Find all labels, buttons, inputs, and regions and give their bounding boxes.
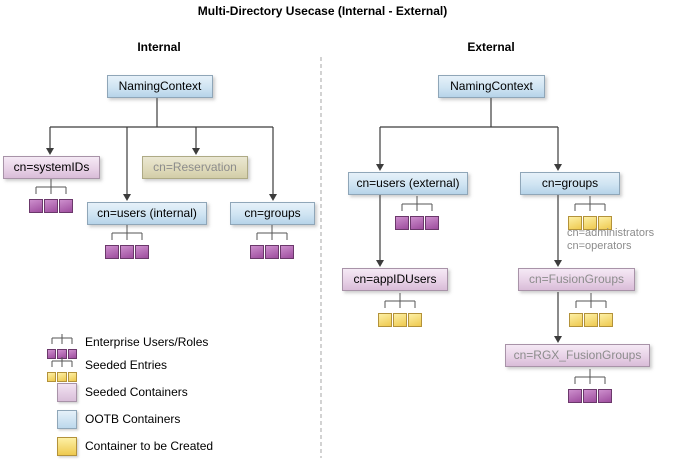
entry-square [408, 313, 422, 327]
seeded-container-swatch [57, 383, 77, 402]
entry-square [598, 216, 612, 230]
minitree-bracket [35, 179, 67, 194]
enterprise-users-icon [394, 196, 440, 230]
node-internal-naming-context: NamingContext [107, 75, 213, 98]
node-internal-reservation: cn=Reservation [142, 156, 248, 179]
entry-square [584, 313, 598, 327]
node-internal-groups: cn=groups [230, 202, 315, 225]
entry-square [67, 349, 77, 359]
minitree-bracket [575, 293, 607, 308]
enterprise-users-icon [47, 331, 77, 359]
node-external-rgx-fusion-groups: cn=RGX_FusionGroups [505, 344, 650, 367]
internal-tree-connectors [49, 98, 274, 194]
entry-square [599, 313, 613, 327]
container-to-create-swatch [57, 437, 77, 456]
seeded-entries-icon [377, 293, 423, 327]
legend-label-container-to-be-created: Container to be Created [85, 439, 214, 453]
entry-square [135, 245, 149, 259]
internal-section-header: Internal [137, 40, 181, 54]
minitree-bracket [574, 369, 606, 384]
entry-square [44, 199, 58, 213]
node-external-groups: cn=groups [520, 172, 620, 195]
entry-square [29, 199, 43, 213]
entry-square [583, 389, 597, 403]
groups-annotation-line2: cn=operators [567, 240, 632, 252]
enterprise-users-icon [28, 179, 74, 213]
seeded-entries-icon [567, 196, 613, 230]
legend-label-seeded-containers: Seeded Containers [85, 385, 188, 399]
node-internal-users: cn=users (internal) [87, 202, 207, 225]
minitree-bracket [51, 334, 73, 344]
legend-label-seeded-entries: Seeded Entries [85, 358, 168, 372]
seeded-entries-icon [47, 354, 77, 382]
entry-square [59, 199, 73, 213]
entry-square [425, 216, 439, 230]
minitree-bracket [256, 225, 288, 240]
minitree-bracket [384, 293, 416, 308]
entry-square [47, 372, 57, 382]
entry-square [105, 245, 119, 259]
minitree-bracket [574, 196, 606, 211]
entry-square [569, 313, 583, 327]
entry-square [378, 313, 392, 327]
node-external-fusion-groups: cn=FusionGroups [518, 268, 635, 291]
entry-square [57, 372, 67, 382]
entry-square [393, 313, 407, 327]
entry-square [67, 372, 77, 382]
legend-label-enterprise-users: Enterprise Users/Roles [85, 335, 209, 349]
groups-annotation-line1: cn=administrators [567, 227, 655, 239]
entry-square [250, 245, 264, 259]
entry-square [410, 216, 424, 230]
legend-label-ootb-containers: OOTB Containers [85, 412, 181, 426]
minitree-bracket [51, 357, 73, 367]
entry-square [280, 245, 294, 259]
node-external-naming-context: NamingContext [438, 75, 545, 98]
entry-square [568, 389, 582, 403]
node-external-users: cn=users (external) [348, 172, 468, 195]
entry-square [598, 389, 612, 403]
minitree-bracket [111, 225, 143, 240]
seeded-entries-icon [568, 293, 614, 327]
enterprise-users-icon [567, 369, 613, 403]
entry-square [265, 245, 279, 259]
entry-square [395, 216, 409, 230]
entry-square [583, 216, 597, 230]
enterprise-users-icon [249, 225, 295, 259]
node-internal-system-ids: cn=systemIDs [3, 156, 100, 179]
external-section-header: External [467, 40, 515, 54]
entry-square [568, 216, 582, 230]
minitree-bracket [401, 196, 433, 211]
node-external-app-id-users: cn=appIDUsers [342, 268, 448, 291]
diagram-title: Multi-Directory Usecase (Internal - Exte… [197, 4, 448, 18]
ootb-container-swatch [57, 410, 77, 429]
entry-square [120, 245, 134, 259]
enterprise-users-icon [104, 225, 150, 259]
entry-square [47, 349, 57, 359]
